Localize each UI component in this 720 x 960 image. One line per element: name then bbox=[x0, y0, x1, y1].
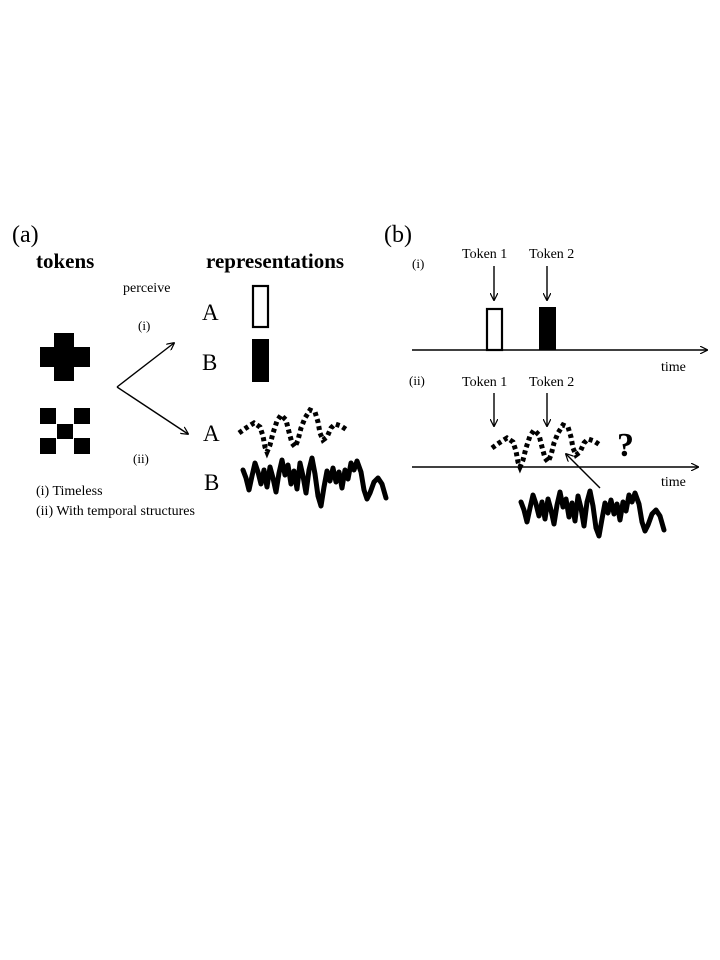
legend-temporal: (ii) With temporal structures bbox=[36, 504, 195, 519]
panel-b: (b) (i) Token 1 Token 2 time (ii) Token … bbox=[384, 222, 707, 539]
panel-a: (a) tokens representations perceive (i) … bbox=[12, 222, 389, 519]
panel-b-label: (b) bbox=[384, 222, 412, 248]
token1-label-i: Token 1 bbox=[462, 247, 507, 262]
token1-label-ii: Token 1 bbox=[462, 375, 507, 390]
wave-a-dotted-icon bbox=[237, 406, 349, 459]
wave-a-dotted-on-timeline-icon bbox=[490, 421, 602, 474]
tokens-heading: tokens bbox=[36, 249, 94, 273]
time-label-ii: time bbox=[661, 475, 686, 490]
legend-timeless: (i) Timeless bbox=[36, 484, 103, 499]
token1-open-bar bbox=[485, 307, 504, 352]
wave-b-solid-icon bbox=[240, 455, 389, 509]
wave-b-label: B bbox=[204, 470, 219, 495]
row-ii-label: (ii) bbox=[409, 373, 425, 388]
time-label-i: time bbox=[661, 360, 686, 375]
rep-a-open-bar bbox=[251, 284, 270, 329]
branch-ii-label: (ii) bbox=[133, 451, 149, 466]
token2-label-i: Token 2 bbox=[529, 247, 574, 262]
arrow-to-timeless bbox=[116, 343, 174, 388]
token2-filled-bar bbox=[539, 307, 556, 350]
token2-label-ii: Token 2 bbox=[529, 375, 574, 390]
checker-token-icon bbox=[40, 408, 90, 454]
rep-b-filled-bar bbox=[252, 339, 269, 382]
representations-heading: representations bbox=[206, 249, 344, 273]
wave-a-label: A bbox=[203, 421, 220, 446]
arrow-to-temporal bbox=[116, 386, 188, 434]
panel-a-label: (a) bbox=[12, 222, 39, 248]
misalignment-arrow bbox=[566, 454, 601, 489]
wave-b-solid-offset-icon bbox=[518, 488, 667, 539]
rep-a-label: A bbox=[202, 300, 219, 325]
cross-token-icon bbox=[40, 333, 90, 381]
branch-i-label: (i) bbox=[138, 318, 150, 333]
perceive-label: perceive bbox=[123, 281, 170, 296]
row-i-label: (i) bbox=[412, 256, 424, 271]
rep-b-label: B bbox=[202, 350, 217, 375]
question-mark-label: ? bbox=[617, 427, 634, 464]
